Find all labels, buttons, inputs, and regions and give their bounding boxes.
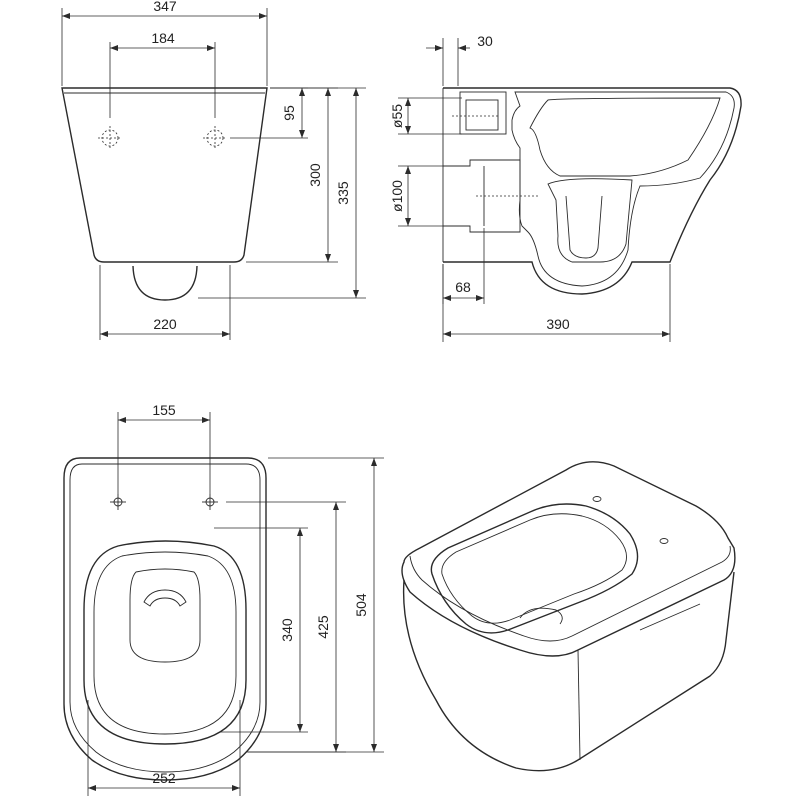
- top-bolt-hole-left-icon: [110, 494, 126, 510]
- dim-side-length: 390: [546, 316, 570, 332]
- top-inner-outline: [69, 463, 261, 773]
- dim-front-bolt-spacing: 184: [151, 30, 175, 46]
- side-outer-shell: [443, 87, 742, 295]
- top-drain-hole: [143, 589, 187, 607]
- dim-front-body-height: 300: [307, 163, 323, 187]
- iso-top-deck: [401, 461, 736, 657]
- dim-side-inlet-diameter: ø55: [389, 104, 405, 128]
- iso-bowl-inner: [441, 513, 627, 624]
- top-outer-outline: [63, 457, 267, 781]
- iso-bolt-hole-1-icon: [592, 496, 602, 502]
- dim-top-bowl-length: 340: [279, 618, 295, 642]
- fixing-hole-left-icon: [98, 126, 122, 150]
- side-trap-path: [547, 178, 633, 263]
- side-bowl-surface: [529, 97, 721, 177]
- fixing-hole-right-icon: [203, 126, 227, 150]
- dim-top-seat-length: 425: [315, 615, 331, 639]
- dim-top-width: 252: [152, 770, 176, 786]
- dim-top-overall-length: 504: [353, 593, 369, 617]
- front-outlet-bulge: [132, 265, 198, 301]
- top-seat-outline: [83, 540, 247, 745]
- side-bowl-rim: [511, 91, 735, 287]
- iso-bowl-water: [519, 607, 563, 625]
- side-inlet-block: [459, 91, 507, 135]
- iso-bolt-hole-2-icon: [659, 538, 669, 544]
- dim-front-width: 347: [153, 0, 177, 14]
- front-body-outline: [61, 87, 268, 263]
- iso-body-outline: [402, 571, 735, 772]
- top-water-area: [129, 568, 201, 663]
- side-trap-inner: [565, 195, 603, 259]
- dim-top-bolt-spacing: 155: [152, 402, 176, 418]
- iso-seat-opening: [430, 503, 639, 634]
- iso-top-deck-edge: [409, 545, 731, 642]
- iso-body-side-line: [577, 649, 581, 761]
- dim-front-base-width: 220: [153, 316, 177, 332]
- dim-side-wall-offset: 30: [477, 33, 493, 49]
- isometric-view: [401, 461, 736, 772]
- top-view: 155 340 425 504 252: [63, 402, 384, 796]
- top-bolt-hole-right-icon: [202, 494, 218, 510]
- top-bowl-opening: [93, 551, 237, 735]
- iso-rim-groove: [639, 603, 701, 631]
- dim-side-outlet-offset: 68: [455, 279, 471, 295]
- dim-front-bolt-height: 95: [281, 105, 297, 121]
- side-inlet-inner: [465, 99, 499, 131]
- front-view: 347 184 95 300 335 220: [61, 0, 366, 340]
- dim-side-outlet-diameter: ø100: [389, 180, 405, 212]
- side-view: 30 ø55 ø100 68 390: [389, 33, 742, 342]
- dim-front-overall-height: 335: [335, 181, 351, 205]
